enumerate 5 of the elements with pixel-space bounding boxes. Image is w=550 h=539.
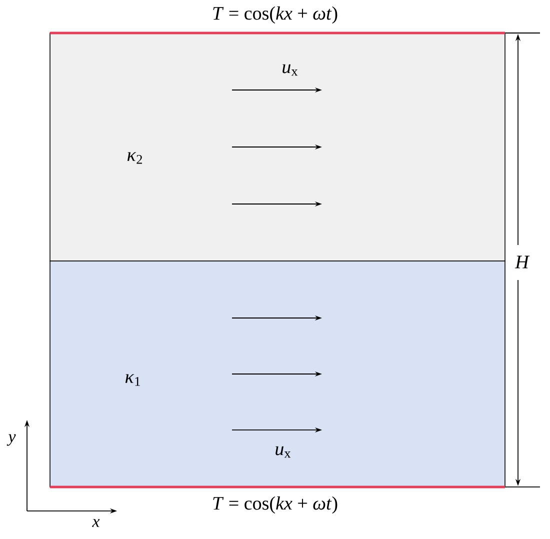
- velocity-label: u$_{x}$: [276, 446, 291, 458]
- velocity-label: u$_{x}$: [282, 64, 298, 76]
- axis-label: y: [6, 434, 16, 446]
- axis-label: x: [92, 519, 100, 527]
- dimension-label: H: [514, 254, 530, 270]
